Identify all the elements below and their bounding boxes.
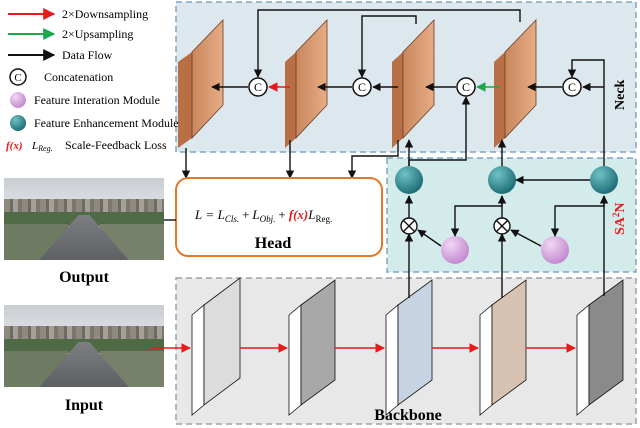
neck-block-3 (392, 19, 435, 148)
backbone-block-5 (576, 279, 624, 416)
arrow-fem2-to-fim1 (450, 196, 503, 237)
legend-loss-text: Scale-Feedback Loss (65, 138, 167, 152)
legend-fim-icon (10, 92, 26, 108)
loop-right-to-concat4 (567, 59, 605, 166)
input-photo (4, 305, 164, 387)
arrow-fem1-up (408, 96, 471, 166)
neck-block-4 (494, 19, 537, 148)
legend-concat-icon (9, 68, 27, 86)
legend-upsampling: 2×Upsampling (62, 27, 133, 41)
legend-concatenation: Concatenation (44, 70, 113, 84)
legend-concat-symbol: C (14, 72, 21, 84)
concat-node-2-label: C (358, 80, 366, 94)
head-label: Head (255, 235, 292, 252)
neck-label: Neck (613, 79, 628, 110)
backbone-label: Backbone (374, 407, 442, 424)
fim-node-1 (441, 236, 469, 264)
backbone-block-3 (385, 279, 433, 416)
legend-fem-icon (10, 115, 26, 131)
backbone-block-4 (479, 279, 527, 416)
backbone-block-2 (288, 279, 336, 416)
fem-node-1 (395, 166, 423, 194)
sa2n-label: SA2N (611, 202, 628, 235)
input-label: Input (65, 397, 104, 414)
loop-block3-to-concat2 (357, 15, 417, 78)
concat-node-1-label: C (254, 80, 262, 94)
arrow-block3-to-head (347, 140, 399, 179)
neck-block-1 (178, 19, 224, 148)
loss-formula: L=LCls.+LObj.+f(x)LReg. (194, 207, 332, 224)
legend-data-flow: Data Flow (62, 48, 113, 62)
legend-loss-l: LReg. (31, 140, 53, 153)
fim-node-2 (541, 236, 569, 264)
fem-node-2 (488, 166, 516, 194)
arrow-fim2-to-mul2 (510, 229, 542, 247)
legend-fim: Feature Interation Module (34, 93, 160, 107)
legend-downsampling: 2×Downsampling (62, 7, 148, 21)
multiply-node-2 (493, 217, 511, 235)
concat-node-3: C (456, 77, 476, 97)
concat-node-4: C (562, 77, 582, 97)
output-label: Output (59, 269, 109, 286)
fem-node-3 (590, 166, 618, 194)
backbone-block-1 (191, 277, 241, 416)
concat-node-4-label: C (568, 80, 576, 94)
neck-block-2 (285, 19, 328, 148)
output-photo (4, 178, 164, 260)
head-box (175, 177, 383, 257)
multiply-node-1 (400, 217, 418, 235)
concat-node-2: C (352, 77, 372, 97)
legend-loss-fx: f(x) (6, 140, 23, 152)
legend-fem: Feature Enhancement Module (34, 116, 179, 130)
concat-node-3-label: C (462, 80, 470, 94)
arrow-fim1-to-mul1 (417, 229, 442, 247)
concat-node-1: C (248, 77, 268, 97)
loop-block4-to-concat1 (253, 9, 521, 78)
